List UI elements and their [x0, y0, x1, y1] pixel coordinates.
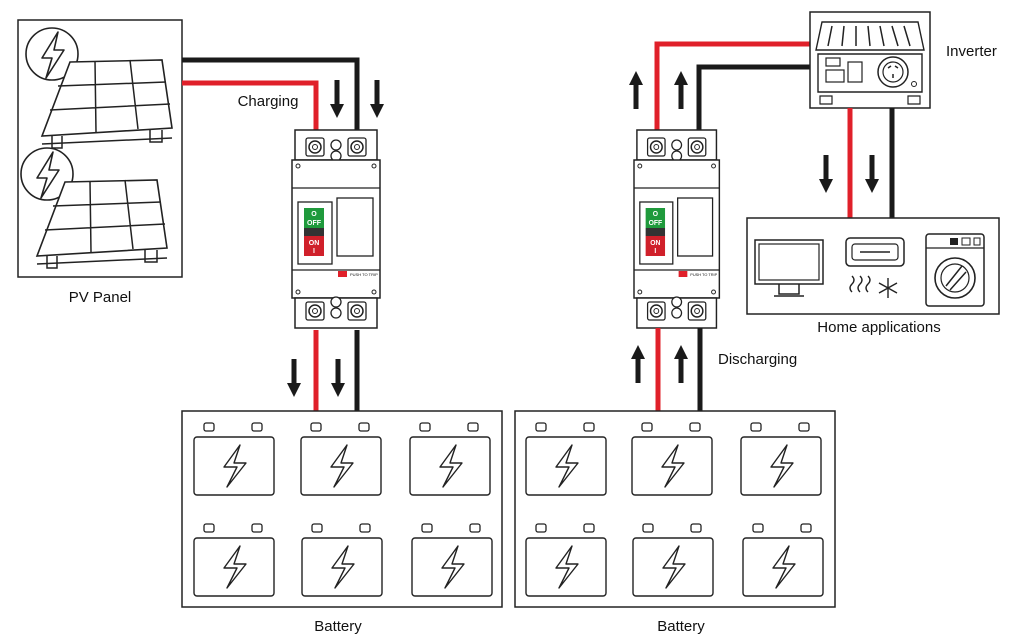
switch-on-mark: I [654, 248, 656, 255]
arrow-icon [370, 80, 384, 118]
arrow-icon [331, 359, 345, 397]
circuit-breaker: O OFF ON I PUSH TO TRIP [291, 129, 381, 329]
arrow-icon [287, 359, 301, 397]
positive-wire [654, 41, 812, 130]
washing-machine-icon [925, 233, 985, 307]
switch-off [304, 208, 324, 228]
switch-off-mark: O [311, 211, 317, 218]
discharging-label: Discharging [718, 351, 797, 368]
push-to-trip-label: PUSH TO TRIP [690, 272, 717, 277]
trip-button [338, 271, 347, 277]
switch-off [645, 208, 666, 228]
switch-on-label: ON [650, 240, 660, 247]
switch-on-mark: I [313, 248, 315, 255]
circuit-breaker: O OFF ON I PUSH TO TRIP [633, 129, 721, 329]
home-applications-label: Home applications [817, 319, 940, 336]
switch-off-label: OFF [649, 220, 663, 227]
push-to-trip-label: PUSH TO TRIP [350, 272, 378, 277]
inverter-icon [809, 11, 931, 109]
arrow-icon [631, 345, 645, 383]
switch-on [645, 236, 666, 256]
pv-panel-label: PV Panel [69, 289, 132, 306]
tv-icon [754, 239, 824, 297]
arrow-icon [330, 80, 344, 118]
trip-button [678, 271, 688, 277]
switch-off-label: OFF [307, 220, 322, 227]
arrow-icon [819, 155, 833, 193]
switch-on [304, 236, 324, 256]
battery-label-left: Battery [314, 618, 362, 635]
arrow-icon [629, 71, 643, 109]
positive-wire [182, 80, 319, 131]
switch-on-label: ON [309, 240, 320, 247]
switch-off-mark: O [653, 211, 659, 218]
battery-label-right: Battery [657, 618, 705, 635]
heater-icon [845, 237, 905, 298]
negative-wire [696, 64, 812, 130]
arrow-icon [674, 345, 688, 383]
inverter-label: Inverter [946, 43, 997, 60]
charging-label: Charging [238, 93, 299, 110]
arrow-icon [674, 71, 688, 109]
negative-wire [182, 57, 360, 131]
arrow-icon [865, 155, 879, 193]
